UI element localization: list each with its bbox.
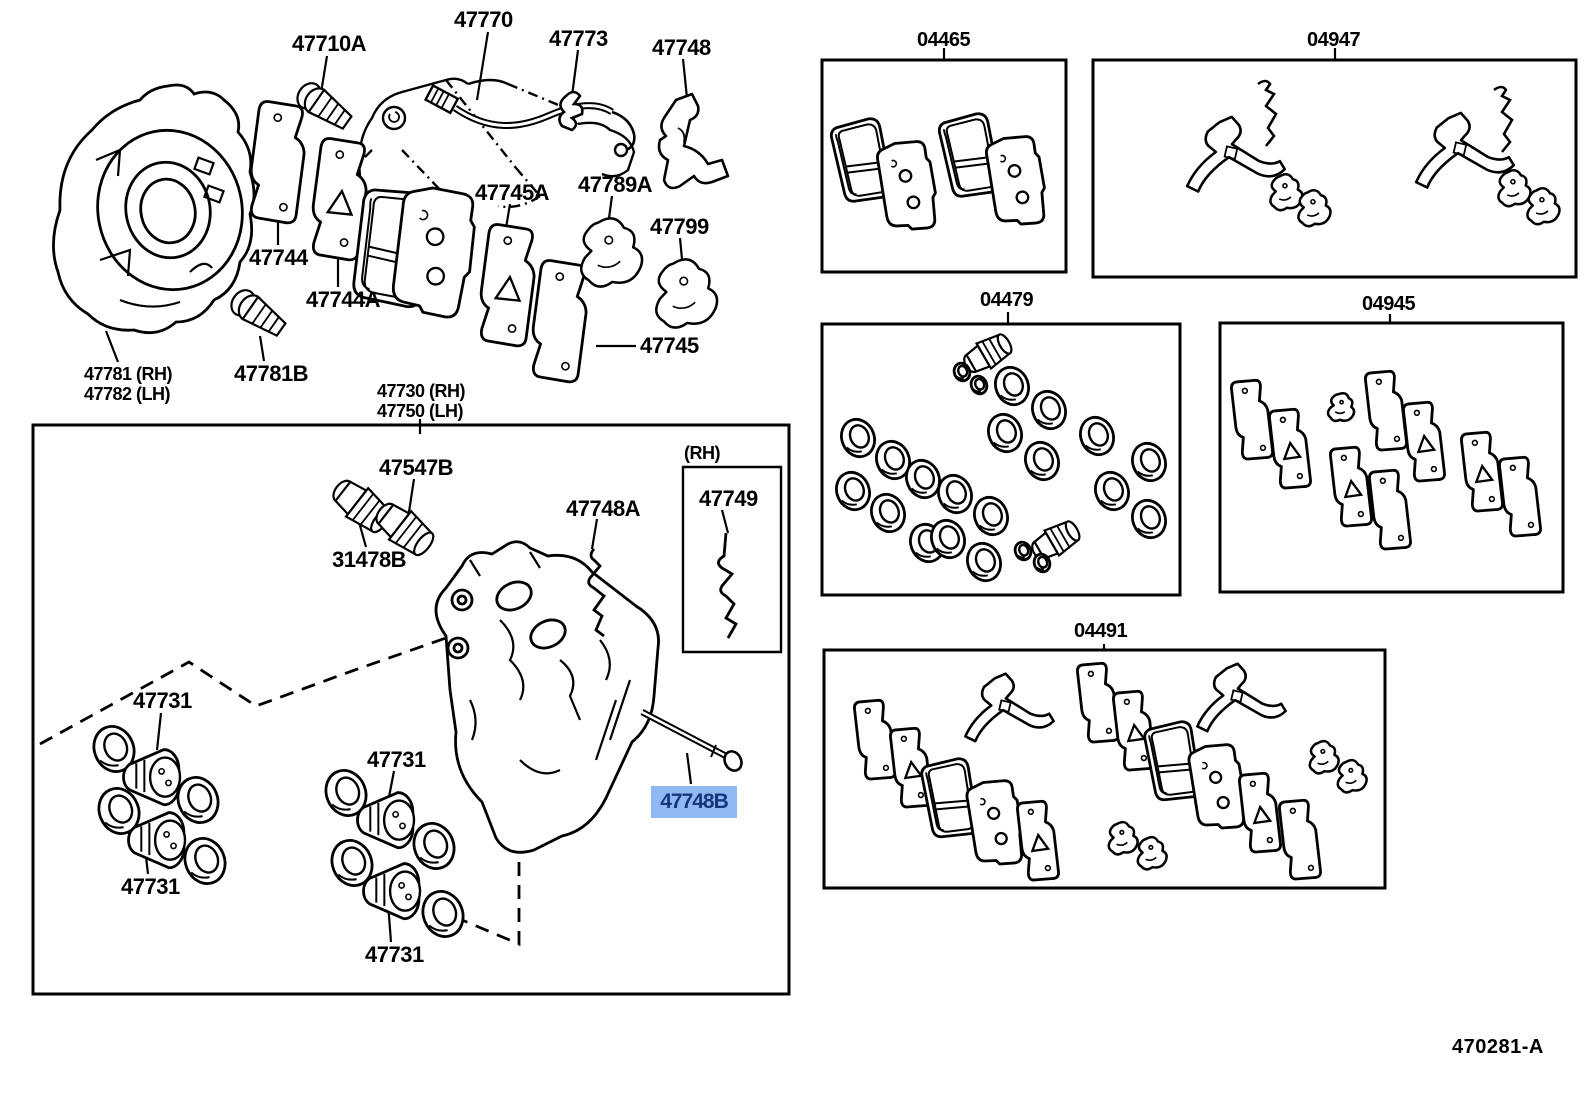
group-leader-lines <box>106 32 1390 942</box>
part-label-47745[interactable]: 47745 <box>640 333 699 358</box>
part-label-31478B[interactable]: 31478B <box>332 547 407 572</box>
part-label-47781-rh[interactable]: 47781 (RH) <box>84 364 173 384</box>
shim-47745 <box>528 260 591 383</box>
part-label-47789A[interactable]: 47789A <box>578 172 653 197</box>
clip-47773 <box>559 92 582 130</box>
kit-contents-04491 <box>851 658 1370 884</box>
part-label-47750-lh[interactable]: 47750 (LH) <box>377 401 464 421</box>
pad-support-spring-47749 <box>718 533 736 638</box>
part-label-47745A[interactable]: 47745A <box>475 180 550 205</box>
kit-contents-04945 <box>1228 367 1544 553</box>
wear-indicator-47799 <box>648 255 720 331</box>
part-label-47710A[interactable]: 47710A <box>292 31 367 56</box>
diagram-ref-code: 470281-A <box>1452 1036 1544 1058</box>
part-label-47547B[interactable]: 47547B <box>379 455 454 480</box>
part-label-47744A[interactable]: 47744A <box>306 287 381 312</box>
kit-contents-04465 <box>827 110 1051 235</box>
kit-label-04491[interactable]: 04491 <box>1074 620 1128 642</box>
kit-contents-04479 <box>829 327 1173 587</box>
kit-label-04479[interactable]: 04479 <box>980 289 1034 311</box>
part-label-47731-d[interactable]: 47731 <box>365 942 424 967</box>
part-label-47731-a[interactable]: 47731 <box>133 688 192 713</box>
kit-label-04945[interactable]: 04945 <box>1362 293 1416 315</box>
kit-label-04947[interactable]: 04947 <box>1307 29 1361 51</box>
piston-cluster-left <box>85 718 234 892</box>
part-label-47749[interactable]: 47749 <box>699 486 758 511</box>
pad-support-spring-47748A <box>589 549 604 636</box>
part-label-47748B-highlighted[interactable]: 47748B <box>651 786 737 818</box>
kit-contents-04947 <box>1180 79 1563 230</box>
kit-box-04945 <box>1220 323 1563 592</box>
kit-box-04479 <box>822 324 1180 595</box>
brake-pad-outer <box>388 184 480 319</box>
brake-hose-47770 <box>426 86 635 156</box>
group-caliper-assembly <box>85 470 745 945</box>
part-label-47770[interactable]: 47770 <box>454 7 513 32</box>
piston-cluster-middle <box>317 762 472 945</box>
part-label-47782-lh[interactable]: 47782 (LH) <box>84 384 171 404</box>
pad-spring-47748 <box>659 94 728 188</box>
shim-47744 <box>246 101 309 224</box>
caliper-body-lower <box>436 542 659 853</box>
kit-label-04465[interactable]: 04465 <box>917 29 971 51</box>
main-caliper-box <box>33 425 789 994</box>
part-label-47748[interactable]: 47748 <box>652 35 711 60</box>
caliper-ghost-outline-47730 <box>344 79 634 207</box>
part-label-47781B[interactable]: 47781B <box>234 361 309 386</box>
rh-inset-box <box>683 467 781 652</box>
part-label-47748A[interactable]: 47748A <box>566 496 641 521</box>
part-label-47731-c[interactable]: 47731 <box>121 874 180 899</box>
bolt-47781B <box>225 284 291 343</box>
label-rh-inset: (RH) <box>684 443 721 463</box>
dust-shield-47781 <box>53 85 257 333</box>
guide-pin-47748B <box>642 712 745 774</box>
wear-indicator-47789A <box>573 214 645 290</box>
part-label-47773[interactable]: 47773 <box>549 26 608 51</box>
part-label-47730-rh[interactable]: 47730 (RH) <box>377 381 466 401</box>
bolt-47710A <box>291 77 357 136</box>
part-label-47731-b[interactable]: 47731 <box>367 747 426 772</box>
part-label-47744[interactable]: 47744 <box>249 245 308 270</box>
shim-47745A <box>476 224 539 347</box>
part-label-47799[interactable]: 47799 <box>650 214 709 239</box>
